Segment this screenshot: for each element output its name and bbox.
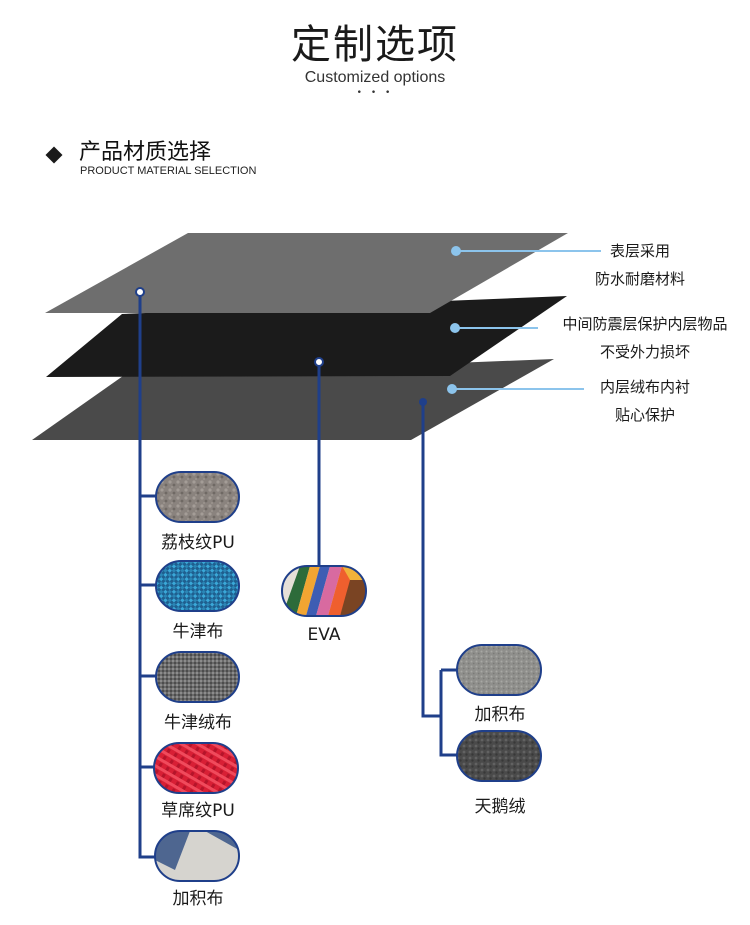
outer-anchor-dot (135, 287, 145, 297)
swatch-velvet (456, 730, 542, 782)
annotation-bottom-line1: 内层绒布内衬 (599, 378, 690, 396)
material-label-mat-pu: 草席纹PU (161, 801, 235, 821)
title-dots: • • • (356, 88, 394, 98)
annotation-bottom-layer: 内层绒布内衬 贴心保护 (580, 373, 710, 429)
material-label-oxford: 牛津布 (172, 622, 224, 642)
layer-top (45, 233, 568, 313)
swatch-litchi-pu (155, 471, 240, 523)
swatch-eva (281, 565, 367, 617)
connector-inner (421, 402, 457, 757)
annotation-middle-line1: 中间防震层保护内层物品 (562, 315, 728, 333)
page-title: 定制选项 (291, 22, 459, 68)
annotation-bottom-line2: 贴心保护 (614, 406, 675, 424)
page-subtitle: Customized options (304, 69, 446, 86)
middle-anchor-dot (314, 357, 324, 367)
section-title: 产品材质选择 (79, 140, 212, 165)
swatch-oxford (155, 560, 240, 612)
layer-pointers (447, 246, 601, 394)
material-label-felt-inner: 加积布 (474, 705, 526, 725)
annotation-top-line2: 防水耐磨材料 (594, 270, 685, 288)
material-label-eva: EVA (307, 625, 341, 645)
material-label-litchi-pu: 荔枝纹PU (161, 533, 235, 553)
connector-outer (138, 292, 156, 859)
layer-middle (46, 296, 567, 377)
material-label-felt-outer: 加积布 (172, 889, 224, 909)
annotation-top-layer: 表层采用 防水耐磨材料 (580, 237, 700, 293)
inner-anchor-dot (419, 398, 427, 406)
swatch-felt-inner (456, 644, 542, 696)
annotation-middle-line2: 不受外力损坏 (599, 343, 690, 361)
swatch-oxford-velvet (155, 651, 240, 703)
annotation-middle-layer: 中间防震层保护内层物品 不受外力损坏 (540, 310, 750, 366)
section-subtitle: PRODUCT MATERIAL SELECTION (80, 165, 257, 177)
annotation-top-line1: 表层采用 (609, 242, 670, 260)
material-label-oxford-velvet: 牛津绒布 (164, 713, 232, 733)
swatch-felt-outer (154, 830, 240, 882)
swatch-mat-pu (153, 742, 239, 794)
material-label-velvet: 天鹅绒 (474, 797, 526, 817)
